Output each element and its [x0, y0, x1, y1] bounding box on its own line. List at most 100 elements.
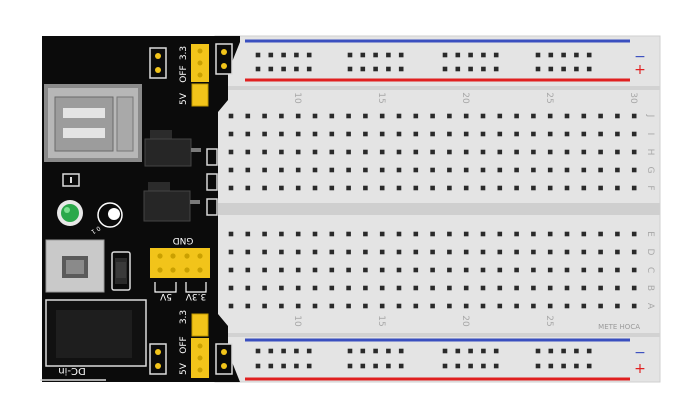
rail-hole[interactable] — [481, 66, 486, 72]
breadboard-hole[interactable] — [295, 167, 301, 173]
rail-hole[interactable] — [294, 363, 299, 369]
breadboard-hole[interactable] — [329, 249, 335, 255]
breadboard-hole[interactable] — [312, 231, 318, 237]
breadboard-hole[interactable] — [497, 131, 503, 137]
breadboard-hole[interactable] — [598, 167, 603, 173]
breadboard-hole[interactable] — [447, 267, 452, 273]
breadboard-hole[interactable] — [363, 303, 368, 309]
breadboard-hole[interactable] — [514, 303, 519, 309]
breadboard-hole[interactable] — [363, 167, 368, 173]
breadboard-hole[interactable] — [279, 303, 284, 309]
rail-hole[interactable] — [493, 348, 499, 354]
rail-hole[interactable] — [268, 66, 274, 72]
rail-hole[interactable] — [493, 66, 499, 72]
rail-hole[interactable] — [386, 348, 391, 354]
breadboard-hole[interactable] — [480, 303, 486, 309]
breadboard-hole[interactable] — [245, 231, 251, 237]
breadboard-hole[interactable] — [363, 285, 368, 291]
rail-hole[interactable] — [294, 52, 299, 58]
breadboard-hole[interactable] — [430, 149, 435, 155]
breadboard-hole[interactable] — [430, 303, 435, 309]
breadboard-hole[interactable] — [463, 167, 469, 173]
rail-hole[interactable] — [386, 52, 391, 58]
breadboard-hole[interactable] — [564, 149, 570, 155]
breadboard-hole[interactable] — [363, 267, 368, 273]
breadboard-hole[interactable] — [564, 249, 570, 255]
breadboard-hole[interactable] — [598, 113, 603, 119]
breadboard-hole[interactable] — [346, 231, 351, 237]
rail-hole[interactable] — [268, 363, 274, 369]
breadboard-hole[interactable] — [531, 131, 536, 137]
rail-hole[interactable] — [548, 348, 554, 354]
rail-hole[interactable] — [561, 52, 566, 58]
breadboard-hole[interactable] — [430, 231, 435, 237]
breadboard-hole[interactable] — [329, 231, 335, 237]
breadboard-hole[interactable] — [413, 231, 419, 237]
breadboard-hole[interactable] — [295, 285, 301, 291]
breadboard-hole[interactable] — [598, 185, 603, 191]
breadboard-hole[interactable] — [631, 231, 637, 237]
breadboard-hole[interactable] — [396, 149, 402, 155]
breadboard-hole[interactable] — [413, 285, 419, 291]
breadboard-hole[interactable] — [631, 249, 637, 255]
breadboard-hole[interactable] — [615, 131, 620, 137]
breadboard-hole[interactable] — [413, 249, 419, 255]
breadboard-hole[interactable] — [564, 285, 570, 291]
breadboard-hole[interactable] — [346, 113, 351, 119]
breadboard-hole[interactable] — [228, 285, 234, 291]
rail-hole[interactable] — [493, 363, 499, 369]
breadboard-hole[interactable] — [363, 249, 368, 255]
rail-hole[interactable] — [373, 66, 378, 72]
breadboard-hole[interactable] — [379, 149, 385, 155]
breadboard-hole[interactable] — [581, 167, 587, 173]
breadboard-hole[interactable] — [346, 285, 351, 291]
rail-hole[interactable] — [347, 66, 353, 72]
breadboard-hole[interactable] — [413, 303, 419, 309]
breadboard-hole[interactable] — [329, 185, 335, 191]
breadboard-hole[interactable] — [329, 285, 335, 291]
rail-hole[interactable] — [255, 348, 261, 354]
breadboard-hole[interactable] — [228, 249, 234, 255]
breadboard-hole[interactable] — [396, 113, 402, 119]
breadboard-hole[interactable] — [531, 285, 536, 291]
rail-hole[interactable] — [373, 52, 378, 58]
rail-hole[interactable] — [306, 52, 312, 58]
rail-hole[interactable] — [360, 348, 366, 354]
breadboard-hole[interactable] — [581, 249, 587, 255]
breadboard-hole[interactable] — [480, 267, 486, 273]
breadboard-hole[interactable] — [413, 149, 419, 155]
breadboard-hole[interactable] — [497, 113, 503, 119]
breadboard-hole[interactable] — [480, 231, 486, 237]
breadboard-hole[interactable] — [396, 267, 402, 273]
rail-hole[interactable] — [455, 363, 461, 369]
breadboard-hole[interactable] — [547, 267, 553, 273]
breadboard-hole[interactable] — [430, 267, 435, 273]
breadboard-hole[interactable] — [346, 249, 351, 255]
rail-hole[interactable] — [586, 363, 592, 369]
breadboard-hole[interactable] — [598, 231, 603, 237]
rail-hole[interactable] — [481, 363, 486, 369]
breadboard-hole[interactable] — [531, 249, 536, 255]
breadboard-hole[interactable] — [581, 267, 587, 273]
breadboard-hole[interactable] — [547, 285, 553, 291]
breadboard-hole[interactable] — [447, 249, 452, 255]
rail-hole[interactable] — [442, 363, 448, 369]
breadboard-hole[interactable] — [379, 231, 385, 237]
breadboard-hole[interactable] — [463, 303, 469, 309]
breadboard-hole[interactable] — [430, 185, 435, 191]
breadboard-hole[interactable] — [262, 113, 267, 119]
breadboard-hole[interactable] — [245, 303, 251, 309]
rail-hole[interactable] — [468, 348, 473, 354]
breadboard-hole[interactable] — [480, 131, 486, 137]
breadboard-hole[interactable] — [514, 267, 519, 273]
rail-hole[interactable] — [548, 363, 554, 369]
output-header[interactable] — [150, 248, 210, 278]
rail-hole[interactable] — [281, 363, 286, 369]
breadboard-hole[interactable] — [228, 167, 234, 173]
breadboard-hole[interactable] — [295, 185, 301, 191]
rail-hole[interactable] — [306, 363, 312, 369]
rail-hole[interactable] — [360, 66, 366, 72]
breadboard-hole[interactable] — [581, 185, 587, 191]
breadboard-hole[interactable] — [295, 131, 301, 137]
breadboard-hole[interactable] — [430, 249, 435, 255]
